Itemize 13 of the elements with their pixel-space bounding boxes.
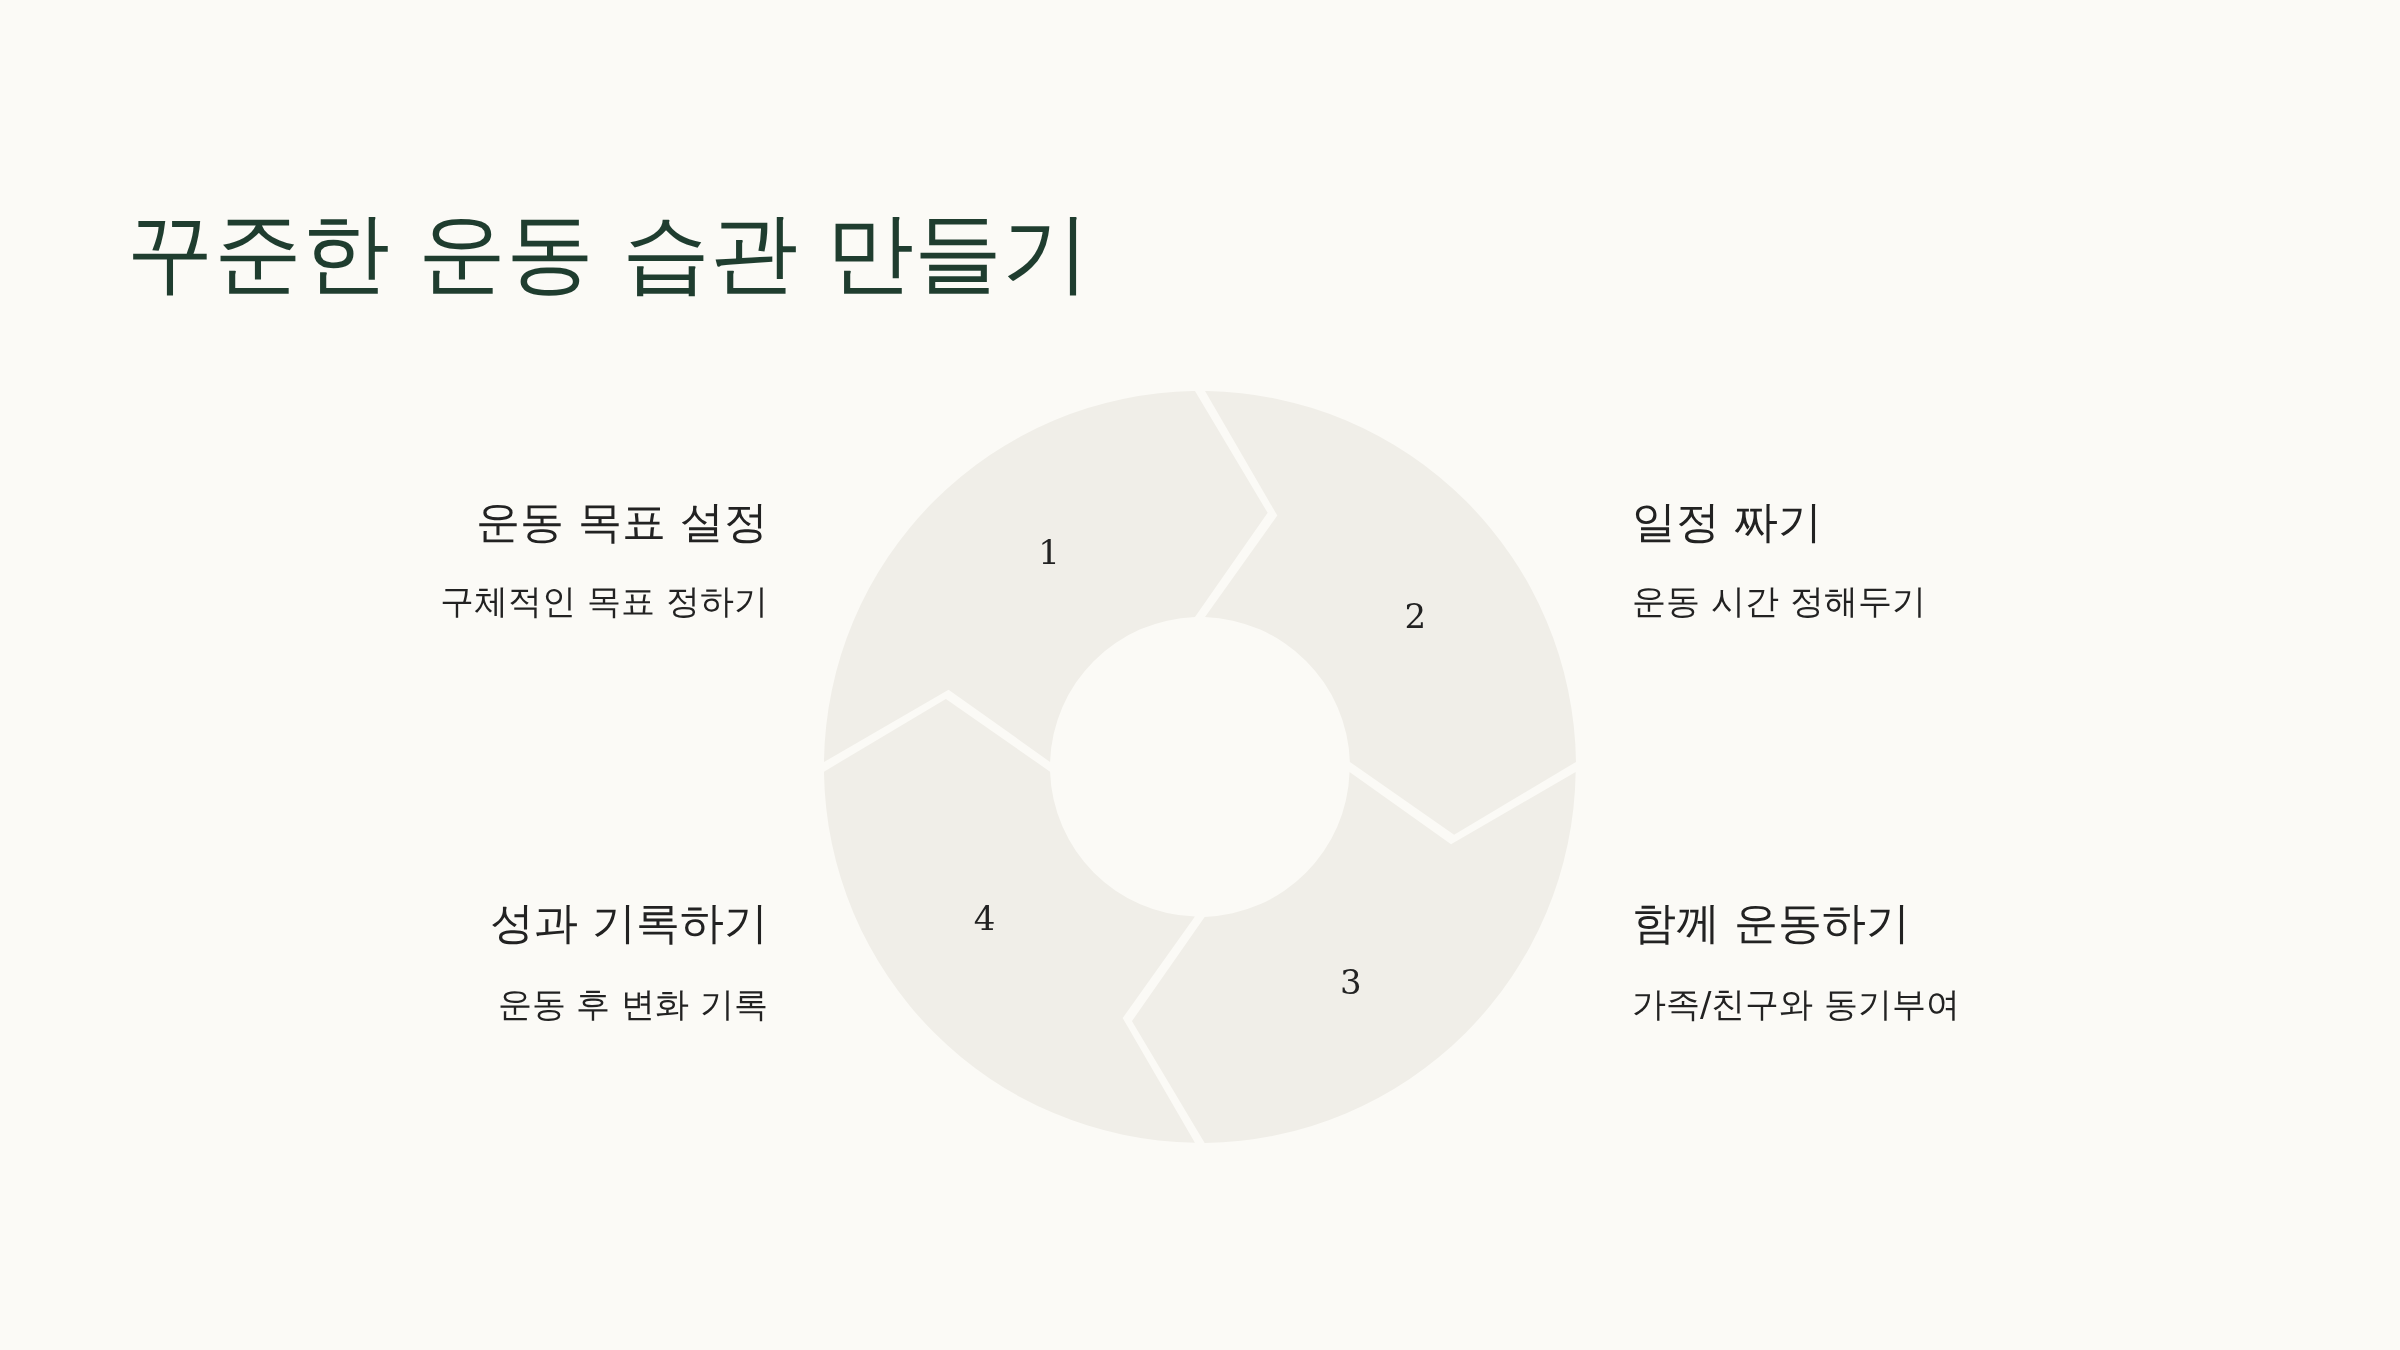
title: 꾸준한 운동 습관 만들기 bbox=[126, 200, 1090, 306]
step-heading: 성과 기록하기 bbox=[490, 896, 768, 950]
step-heading: 함께 운동하기 bbox=[1632, 896, 1910, 950]
step-heading: 운동 목표 설정 bbox=[476, 495, 768, 549]
step-description: 가족/친구와 동기부여 bbox=[1632, 983, 1961, 1025]
step-number: 2 bbox=[1404, 599, 1427, 634]
step-number: 3 bbox=[1340, 965, 1362, 1000]
step-description: 구체적인 목표 정하기 bbox=[440, 580, 768, 622]
step-number: 1 bbox=[1038, 534, 1060, 569]
step-heading: 일정 짜기 bbox=[1632, 495, 1822, 549]
step-description: 운동 시간 정해두기 bbox=[1632, 580, 1926, 622]
step-number: 4 bbox=[973, 900, 996, 935]
step-description: 운동 후 변화 기록 bbox=[497, 983, 768, 1025]
